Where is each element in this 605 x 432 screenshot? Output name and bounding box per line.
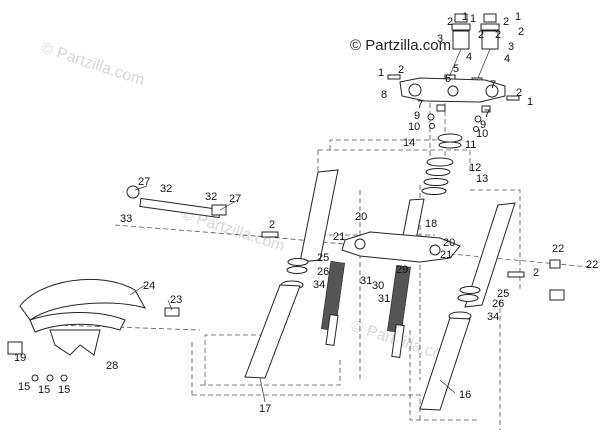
- callout: 28: [106, 360, 118, 372]
- callout: 16: [459, 389, 471, 401]
- callout: 2: [533, 267, 539, 279]
- callout: 30: [372, 280, 384, 292]
- callout: 26: [317, 266, 329, 278]
- callout: 4: [466, 51, 472, 63]
- callout: 34: [313, 279, 325, 291]
- callout: 31: [378, 293, 390, 305]
- callout: 18: [425, 218, 437, 230]
- callout: 10: [408, 121, 420, 133]
- callout: 27: [138, 176, 150, 188]
- callout: 4: [504, 53, 510, 65]
- callout: 10: [476, 128, 488, 140]
- callout: 2: [398, 64, 404, 76]
- callout: 2: [495, 29, 501, 41]
- callout: 19: [14, 352, 26, 364]
- callout: 20: [355, 211, 367, 223]
- callout: 2: [447, 16, 453, 28]
- callout: 2: [503, 16, 509, 28]
- callout: 21: [333, 231, 345, 243]
- callout: 1: [527, 96, 533, 108]
- callout: 2: [516, 87, 522, 99]
- callout: 7: [490, 79, 496, 91]
- stem-bearings: [421, 133, 463, 195]
- callout: 24: [143, 280, 155, 292]
- fender-bracket: [7, 307, 180, 356]
- callout: 27: [229, 193, 241, 205]
- callout: 2: [269, 219, 275, 231]
- leader-lines: [129, 185, 456, 403]
- callout: 14: [403, 137, 415, 149]
- callout-labels: 1 2 3 2 1 2 1 2 3 2 4 4 5 6 1 2 7 8 2 1 …: [14, 11, 598, 415]
- fork-leg-right-lower: [419, 317, 471, 411]
- watermark-partzilla: © Partzilla.com: [350, 37, 451, 54]
- callout: 11: [465, 139, 476, 151]
- callout: 25: [317, 252, 329, 264]
- callout: 34: [487, 311, 499, 323]
- upper-triple-clamp: [399, 77, 506, 103]
- callout: 32: [205, 191, 217, 203]
- callout: 23: [170, 294, 182, 306]
- callout: 7: [417, 99, 423, 111]
- callout: 9: [480, 119, 486, 131]
- callout: 26: [492, 298, 504, 310]
- axle-pinch-bolts: [261, 231, 565, 301]
- fork-tube-left-upper: [299, 169, 339, 263]
- watermark-faint-left: © Partzilla.com: [39, 40, 147, 89]
- callout: 15: [38, 384, 50, 396]
- callout: 21: [440, 249, 452, 261]
- callout: 33: [120, 213, 132, 225]
- fork-tube-right-upper: [464, 202, 516, 308]
- callout: 31: [360, 275, 372, 287]
- callout: 3: [437, 33, 443, 45]
- callout: 22: [586, 259, 598, 271]
- lower-triple-clamp: [341, 231, 461, 263]
- callout: 15: [18, 381, 30, 393]
- callout: 7: [484, 108, 490, 120]
- callout: 1: [470, 13, 476, 25]
- callout: 5: [453, 63, 459, 75]
- front-fender: [19, 278, 147, 333]
- callout: 3: [508, 41, 514, 53]
- callout: 12: [469, 162, 481, 174]
- callout: 25: [497, 288, 509, 300]
- callout: 15: [58, 384, 70, 396]
- callout: 22: [552, 243, 564, 255]
- callout: 2: [518, 26, 524, 38]
- callout: 2: [478, 29, 484, 41]
- fork-springs: [320, 261, 411, 333]
- callout: 17: [259, 403, 271, 415]
- callout: 29: [396, 264, 408, 276]
- callout: 9: [414, 110, 420, 122]
- fork-leg-left-lower: [244, 284, 301, 379]
- clamp-side-bolts: [387, 74, 520, 132]
- callout: 1: [515, 11, 521, 23]
- callout: 1: [378, 67, 384, 79]
- front-axle: [126, 185, 227, 219]
- callout: 1: [462, 11, 468, 23]
- callout: 13: [476, 173, 488, 185]
- callout: 20: [443, 237, 455, 249]
- damper-rods: [325, 314, 405, 358]
- callout: 8: [381, 89, 387, 101]
- callout: 6: [445, 73, 451, 85]
- callout: 32: [160, 183, 172, 195]
- fender-bolts: [31, 374, 68, 382]
